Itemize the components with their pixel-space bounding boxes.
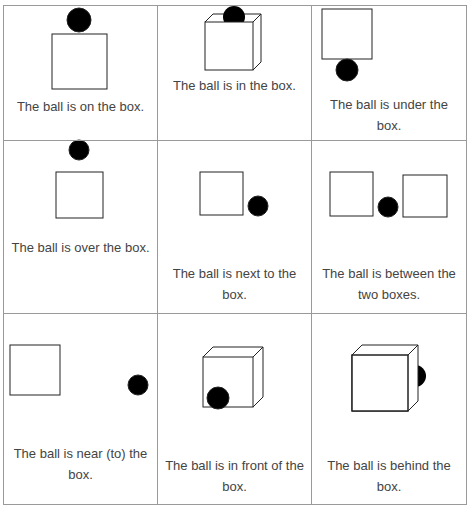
box [56, 172, 103, 218]
box [10, 345, 60, 395]
grid-cell: The ball is in front of the box. [157, 313, 312, 505]
ball [69, 140, 89, 160]
caption: The ball is near (to) the box. [10, 443, 151, 485]
grid-cell: The ball is between the two boxes. [311, 140, 467, 314]
ball [378, 197, 398, 217]
box [330, 172, 373, 216]
caption: The ball is between the two boxes. [318, 263, 460, 305]
box [200, 172, 243, 215]
box-edges [408, 345, 418, 355]
ball [207, 387, 229, 409]
caption: The ball is behind the box. [318, 455, 460, 497]
box [403, 175, 447, 217]
grid-cell: The ball is next to the box. [157, 140, 312, 314]
caption: The ball is over the box. [10, 237, 151, 258]
ball [67, 8, 91, 32]
caption: The ball is on the box. [10, 96, 151, 117]
ball [336, 59, 358, 81]
box [322, 9, 372, 59]
grid-cell: The ball is behind the box. [311, 313, 467, 505]
grid-cell: The ball is over the box. [3, 140, 158, 314]
caption: The ball is in front of the box. [164, 455, 305, 497]
grid-cell: The ball is on the box. [3, 5, 158, 141]
caption: The ball is next to the box. [164, 263, 305, 305]
caption: The ball is under the box. [318, 94, 460, 136]
grid-cell: The ball is near (to) the box. [3, 313, 158, 505]
grid-cell: The ball is under the box. [311, 5, 467, 141]
box [52, 34, 107, 89]
box-outline [352, 345, 418, 411]
ball [248, 196, 268, 216]
caption: The ball is in the box. [164, 75, 305, 96]
ball [128, 375, 148, 395]
box [352, 355, 408, 411]
grid-cell: The ball is in the box. [157, 5, 312, 141]
box [205, 22, 253, 70]
box-edges [205, 14, 261, 70]
